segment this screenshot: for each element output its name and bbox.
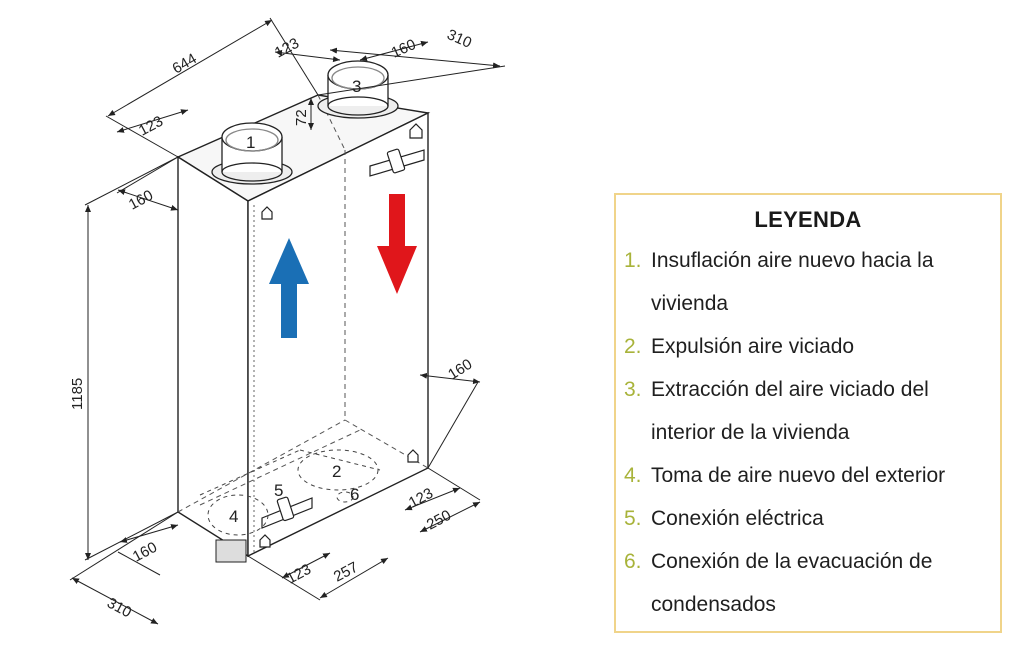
- mounting-tab-top: [409, 123, 423, 139]
- legend-title: LEYENDA: [754, 207, 862, 232]
- dim-line-160-bottom: [119, 524, 179, 543]
- legend-item-text: Conexión eléctrica: [651, 507, 824, 530]
- legend-item-text: Extracción del aire viciado del interior…: [651, 378, 929, 444]
- legend-item: 4. Toma de aire nuevo del exterior: [624, 454, 990, 497]
- dim-160-right: 160: [445, 356, 475, 384]
- dim-644: 644: [170, 50, 200, 77]
- legend-item-number: 2.: [624, 335, 642, 358]
- legend-item-number: 5.: [624, 507, 642, 530]
- dim-72: 72: [293, 109, 310, 126]
- outlet-4-outline: [207, 494, 269, 536]
- label-4: 4: [229, 507, 238, 526]
- legend-item-text: Expulsión aire viciado: [651, 335, 855, 358]
- dim-line-160-right: [419, 372, 481, 385]
- legend-item: 5. Conexión eléctrica: [624, 497, 990, 540]
- dim-line-123-bottom: [281, 552, 331, 579]
- electrical-connection-clip: [276, 496, 295, 522]
- unit-technical-drawing: 644 123 160 310 123 72 160 1185 160 123 …: [69, 17, 506, 625]
- spigot-1: [211, 122, 293, 185]
- top-connector-clip: [386, 148, 406, 174]
- bottom-spigot-4: [215, 539, 247, 563]
- legend-item-text: Insuflación aire nuevo hacia la vivienda: [651, 249, 934, 315]
- label-2: 2: [332, 462, 341, 481]
- mounting-tab-front: [261, 206, 273, 220]
- dim-line-310-bottom: [71, 577, 159, 625]
- legend-list: 1. Insuflación aire nuevo hacia la vivie…: [616, 239, 1000, 626]
- dim-line-123-right: [404, 487, 461, 511]
- legend-item: 3. Extracción del aire viciado del inter…: [624, 368, 990, 454]
- legend-item-text: Conexión de la evacuación de condensados: [651, 550, 933, 616]
- dim-line-250: [419, 501, 481, 533]
- legend-item-number: 3.: [624, 378, 642, 401]
- outlet-6-outline: [336, 491, 354, 503]
- dim-line-123-left: [116, 109, 189, 133]
- dim-1185: 1185: [69, 378, 86, 410]
- label-1: 1: [246, 133, 255, 152]
- legend-item-text: Toma de aire nuevo del exterior: [651, 464, 946, 487]
- dim-line-123-top: [274, 49, 341, 63]
- label-5: 5: [274, 481, 283, 500]
- dim-310-bottom: 310: [104, 595, 134, 622]
- dim-310-top: 310: [444, 26, 474, 52]
- dim-160-left: 160: [126, 187, 156, 214]
- dim-line-257: [319, 557, 389, 599]
- spigot-3: [317, 60, 399, 119]
- dim-123-bottom: 123: [284, 561, 314, 588]
- dim-line-160-left: [117, 189, 179, 211]
- label-3: 3: [352, 77, 361, 96]
- airflow-up-arrow: [269, 238, 309, 338]
- dim-250: 250: [424, 507, 454, 534]
- legend-item-number: 1.: [624, 249, 642, 272]
- legend-item-number: 4.: [624, 464, 642, 487]
- legend-item-number: 6.: [624, 550, 642, 573]
- legend-box: LEYENDA 1. Insuflación aire nuevo hacia …: [614, 193, 1002, 633]
- mounting-tab-bottom-left: [259, 534, 271, 548]
- legend-item: 6. Conexión de la evacuación de condensa…: [624, 540, 990, 626]
- legend-item: 1. Insuflación aire nuevo hacia la vivie…: [624, 239, 990, 325]
- dim-line-644: [107, 19, 273, 117]
- mounting-tab-bottom-right: [407, 449, 419, 463]
- airflow-down-arrow: [377, 194, 417, 294]
- dim-123-top: 123: [272, 35, 302, 62]
- dim-257: 257: [331, 559, 361, 586]
- label-6: 6: [350, 485, 359, 504]
- legend-item: 2. Expulsión aire viciado: [624, 325, 990, 368]
